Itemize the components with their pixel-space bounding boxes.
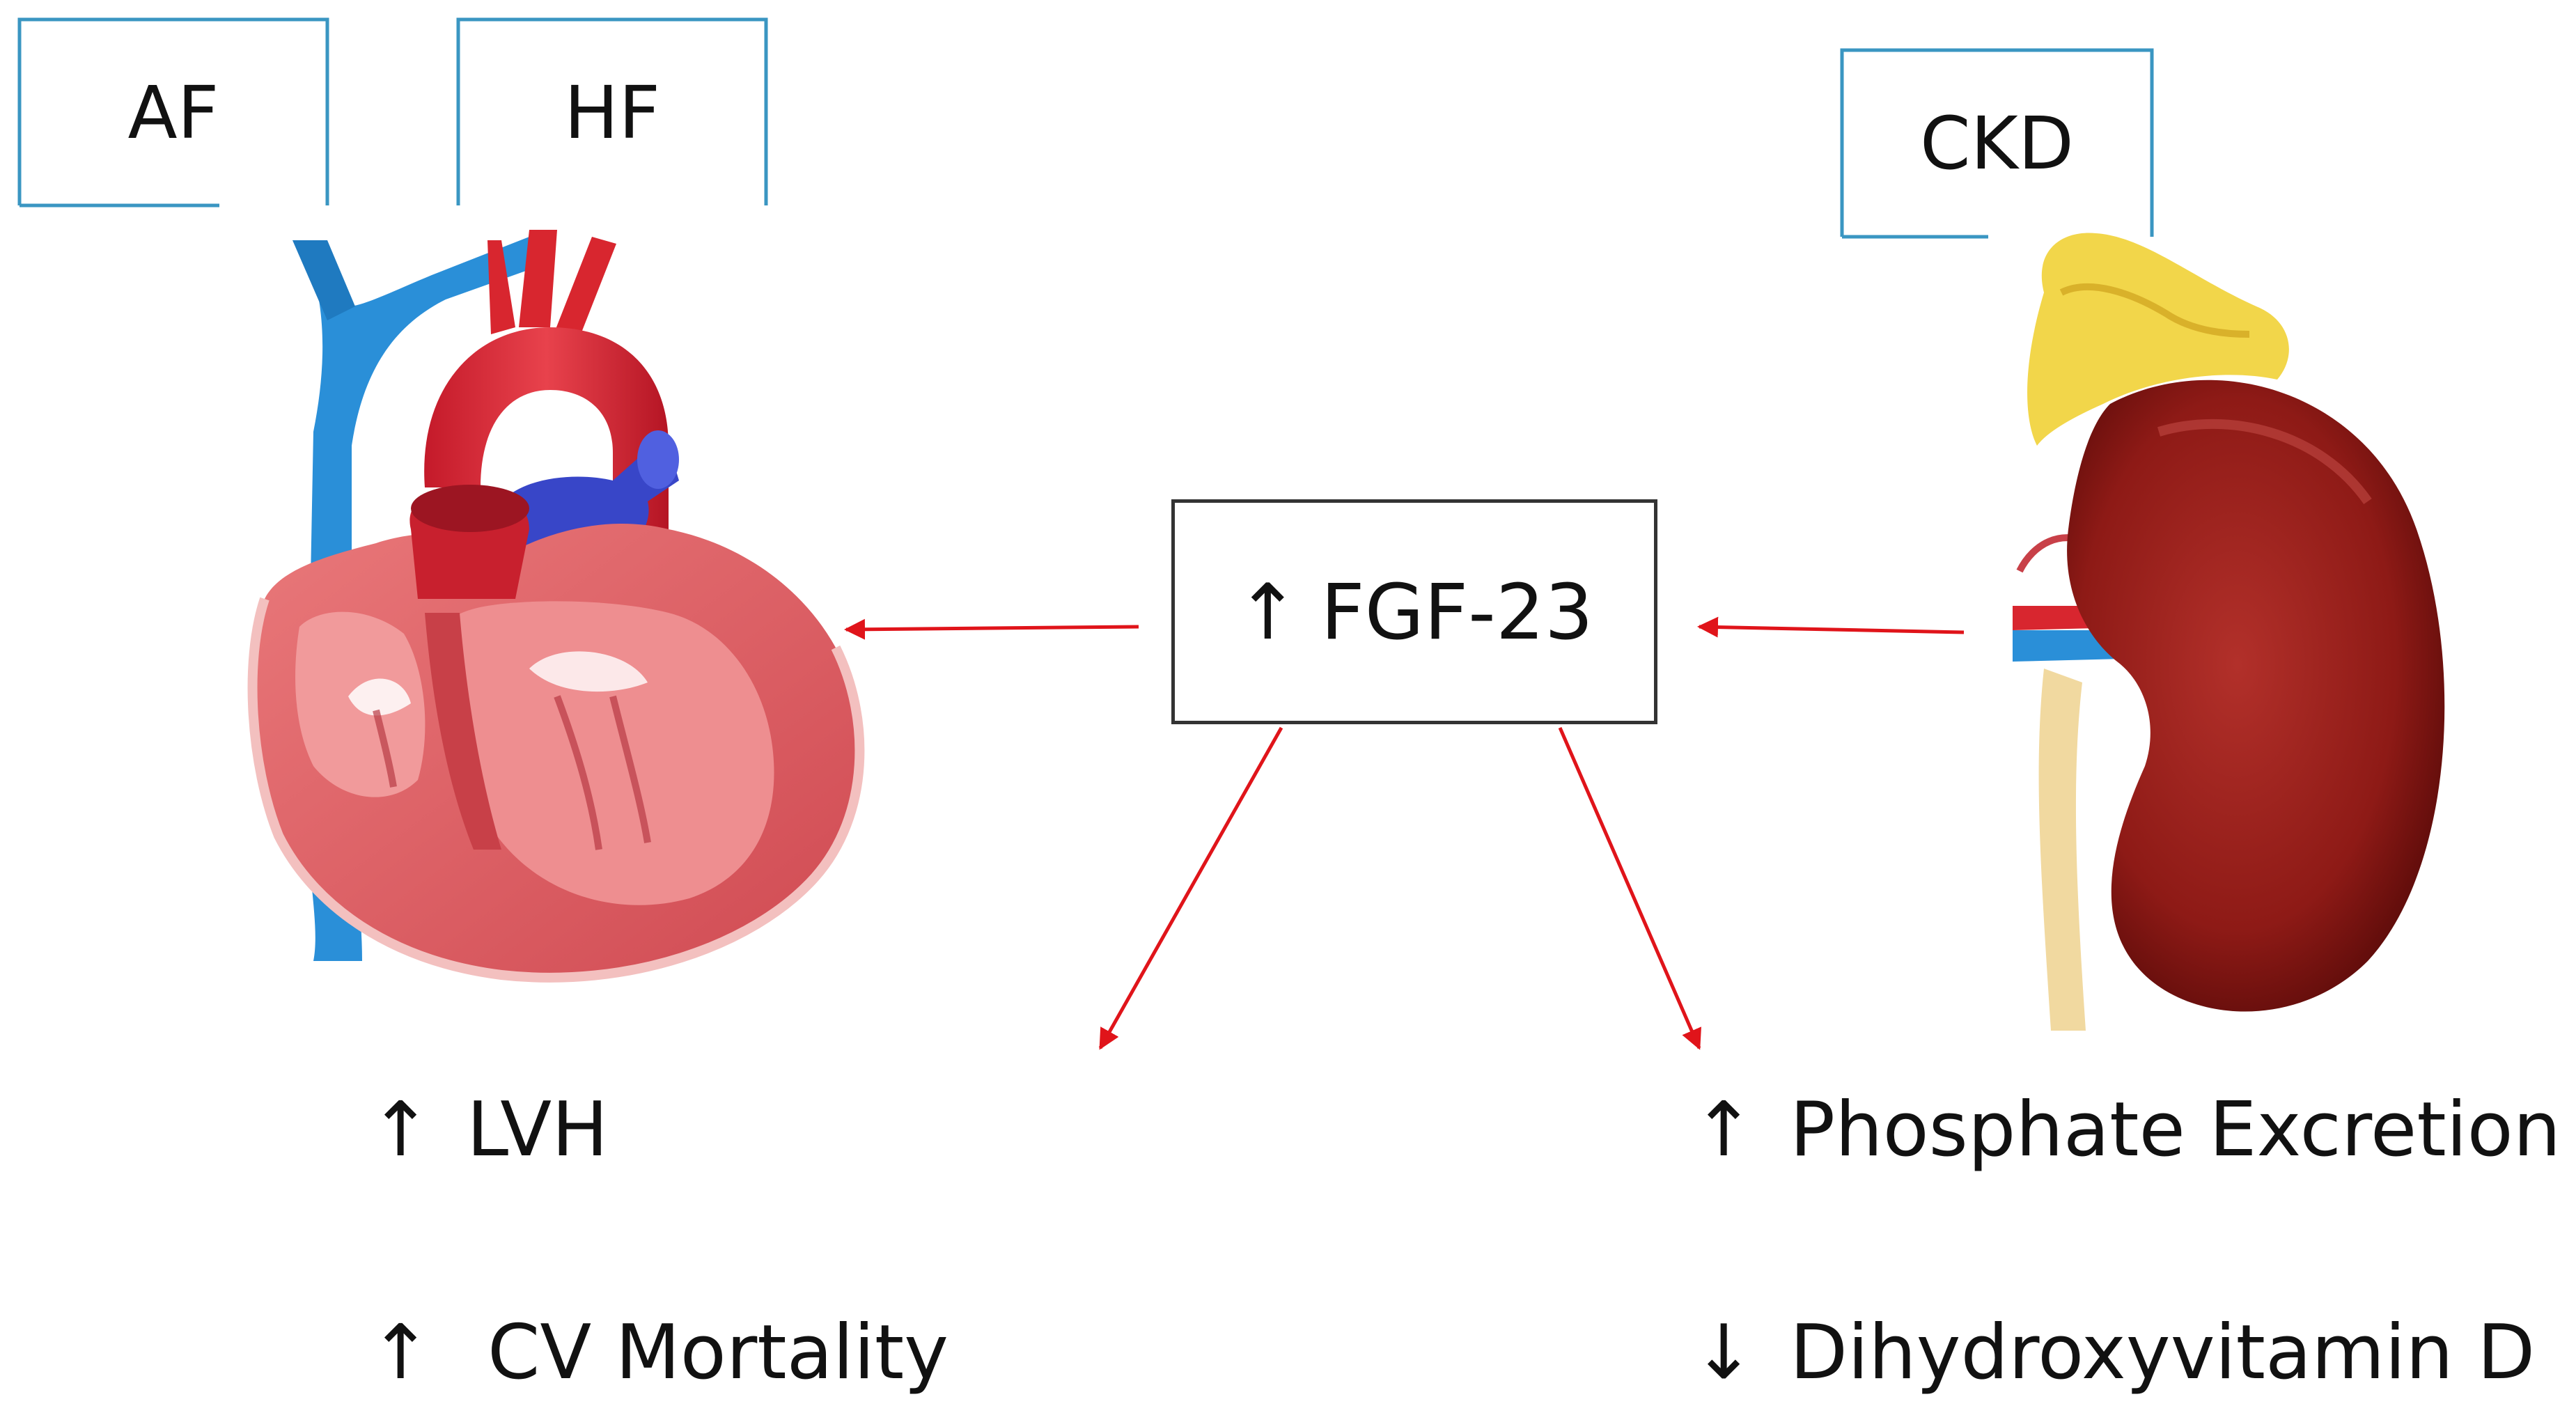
- lvh-label: LVH: [467, 1086, 609, 1173]
- hf-label: HF: [458, 19, 766, 205]
- kidney-illustration: [2013, 233, 2445, 1031]
- arrows: [844, 616, 1965, 1050]
- af-box-border: [17, 17, 329, 208]
- ckd-label: CKD: [1842, 50, 2152, 237]
- fgf23-label: FGF-23: [1320, 567, 1593, 657]
- heart-illustration: [247, 230, 865, 983]
- arrow-fgf-to-cardiac-effects: [1098, 726, 1283, 1050]
- cv-mortality-arrow: ↑: [369, 1309, 432, 1396]
- arrow-fgf-to-heart: [844, 618, 1139, 640]
- lvh-arrow: ↑: [369, 1086, 432, 1173]
- af-text: AF: [127, 70, 219, 155]
- effect-lvh: ↑ LVH: [369, 1086, 608, 1173]
- vitamin-d-arrow: ↓: [1692, 1309, 1756, 1396]
- vitamin-d-label: Dihydroxyvitamin D: [1790, 1309, 2536, 1396]
- ckd-text: CKD: [1920, 101, 2074, 186]
- fgf23-box: ↑ FGF-23: [1171, 499, 1657, 724]
- phosphate-arrow: ↑: [1692, 1086, 1756, 1173]
- arrow-fgf-to-renal-effects: [1558, 727, 1701, 1050]
- arrow-kidney-to-fgf: [1697, 616, 1965, 638]
- ckd-box-border: [1840, 48, 2154, 239]
- fgf23-up-arrow: ↑: [1235, 567, 1300, 657]
- effect-dihydroxyvitamin-d: ↓ Dihydroxyvitamin D: [1692, 1309, 2535, 1396]
- cv-mortality-label: CV Mortality: [487, 1309, 949, 1396]
- hf-text: HF: [563, 70, 661, 155]
- phosphate-label: Phosphate Excretion: [1790, 1086, 2561, 1173]
- effect-phosphate-excretion: ↑ Phosphate Excretion: [1692, 1086, 2561, 1173]
- effect-cv-mortality: ↑ CV Mortality: [369, 1309, 949, 1396]
- hf-box-border: [456, 17, 768, 205]
- af-label: AF: [19, 19, 327, 205]
